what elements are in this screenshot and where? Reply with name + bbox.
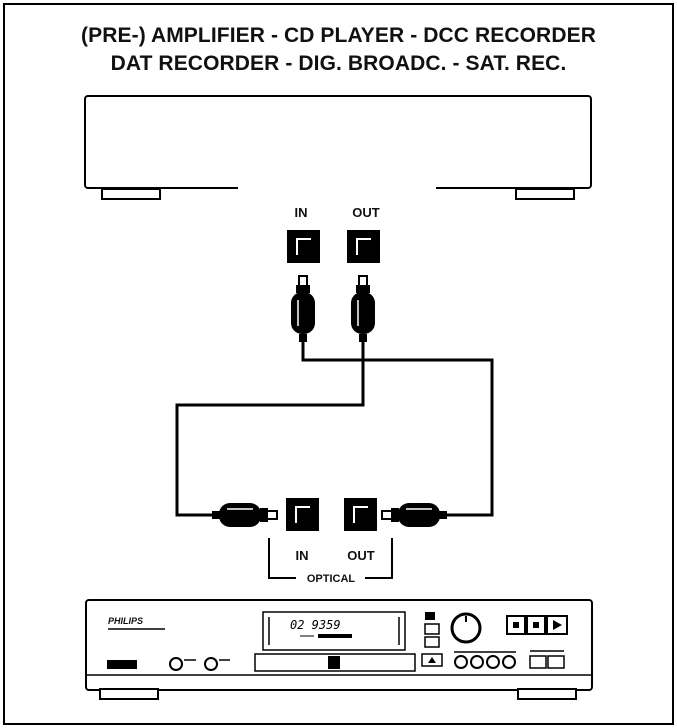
upper-device-body — [84, 95, 592, 189]
upper-in-socket — [287, 230, 320, 263]
lower-out-socket — [344, 498, 377, 531]
upper-device-foot-left — [101, 188, 161, 200]
lower-device-foot-left — [99, 688, 159, 700]
brand-logo: PHILIPS — [108, 616, 143, 626]
display-window — [262, 611, 406, 651]
cable-lower-out-to-upper-in — [301, 342, 494, 517]
display-readout: 02 9359 — [290, 618, 341, 632]
lower-in-plug — [212, 503, 278, 527]
volume-knob — [450, 612, 482, 644]
title-line-2: DAT RECORDER - DIG. BROADC. - SAT. REC. — [110, 52, 567, 75]
upper-out-plug — [351, 275, 375, 342]
lower-device: PHILIPS 02 9359 — [85, 599, 593, 700]
title-line-1: (PRE-) AMPLIFIER - CD PLAYER - DCC RECOR… — [81, 24, 596, 47]
lower-in-label: IN — [296, 548, 309, 563]
upper-out-label: OUT — [352, 205, 380, 220]
power-button — [107, 660, 137, 669]
lower-out-label: OUT — [347, 548, 375, 563]
lower-in-socket — [286, 498, 319, 531]
lower-out-plug — [381, 503, 447, 527]
cable-upper-out-to-lower-in — [175, 342, 365, 517]
upper-device-foot-right — [515, 188, 575, 200]
lower-device-foot-right — [517, 688, 577, 700]
headphone-jack — [169, 657, 183, 671]
upper-in-plug — [291, 275, 315, 342]
upper-out-socket — [347, 230, 380, 263]
outer-frame — [3, 3, 674, 725]
upper-in-label: IN — [295, 205, 308, 220]
optical-label: OPTICAL — [307, 573, 356, 585]
level-control — [204, 657, 218, 671]
upper-device — [84, 95, 592, 200]
optical-bracket — [268, 538, 393, 579]
